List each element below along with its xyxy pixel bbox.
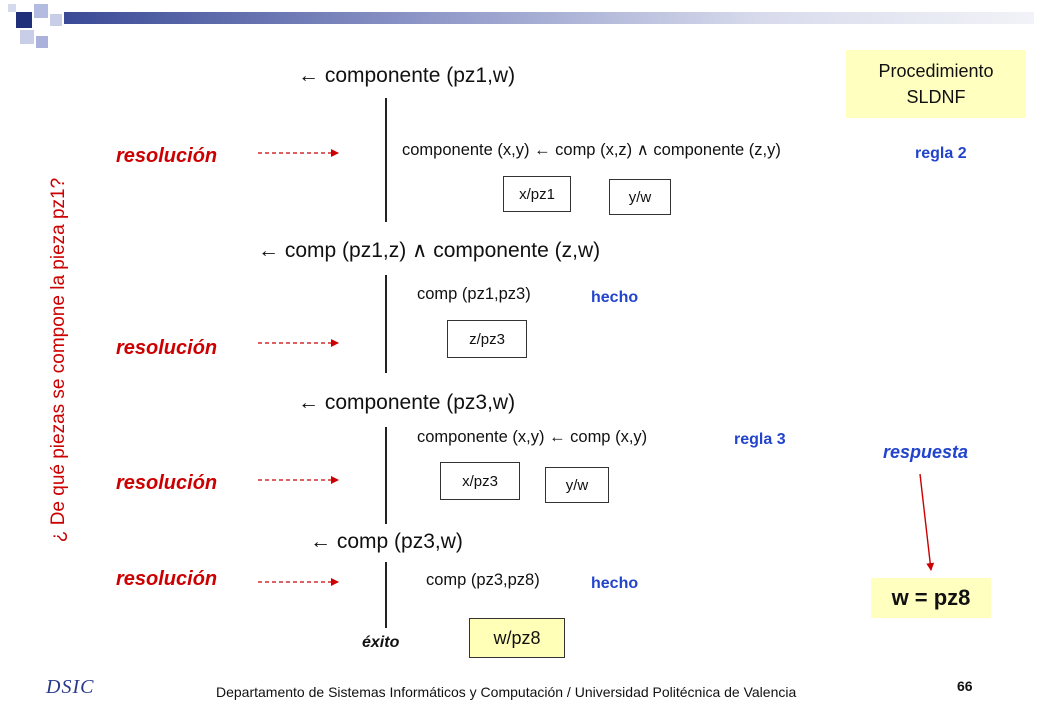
procedure-subtitle: SLDNF (906, 87, 966, 107)
header-square (20, 30, 34, 44)
header-bar (64, 12, 1034, 24)
page-number: 66 (957, 678, 973, 694)
resolution-label-1: resolución (116, 145, 218, 167)
substitution-box: x/pz3 (440, 462, 520, 500)
goal-3: ← componente (pz3,w) (298, 391, 516, 414)
clause-label-1: regla 2 (915, 145, 967, 162)
clause-label-2: hecho (591, 289, 639, 306)
header-square (36, 36, 48, 48)
respuesta-label: respuesta (883, 442, 969, 462)
derivation-line-4 (385, 562, 387, 628)
resolution-label-4: resolución (116, 568, 218, 590)
goal-1: ← componente (pz1,w) (298, 64, 516, 87)
substitution-box: z/pz3 (447, 320, 527, 358)
procedure-title: Procedimiento (878, 61, 994, 81)
derivation-line-3 (385, 427, 387, 524)
clause-label-4: hecho (591, 575, 639, 592)
goal-4: ← comp (pz3,w) (310, 530, 463, 553)
goal-2: ← comp (pz1,z) ∧ componente (z,w) (258, 239, 601, 262)
header-square (34, 4, 48, 18)
answer-box: w = pz8 (871, 578, 991, 618)
derivation-line-2 (385, 275, 387, 373)
clause-2: comp (pz1,pz3) (417, 285, 531, 303)
substitution-box: y/w (609, 179, 671, 215)
resolution-label-3: resolución (116, 472, 218, 494)
clause-1: componente (x,y) ← comp (x,z) ∧ componen… (402, 141, 781, 159)
answer-arrow (919, 473, 935, 571)
substitution-box: x/pz1 (503, 176, 571, 212)
clause-4: comp (pz3,pz8) (426, 571, 540, 589)
substitution-box-final: w/pz8 (469, 618, 565, 658)
vertical-question: ¿ De qué piezas se compone la pieza pz1? (48, 177, 69, 543)
clause-label-3: regla 3 (734, 431, 786, 448)
resolution-label-2: resolución (116, 337, 218, 359)
procedure-box: Procedimiento SLDNF (846, 50, 1026, 118)
header-square (50, 14, 62, 26)
exito-label: éxito (362, 634, 400, 651)
dsic-logo: DSIC (46, 676, 95, 698)
clause-3: componente (x,y) ← comp (x,y) (417, 428, 648, 446)
header-square (16, 12, 32, 28)
header-square (8, 4, 16, 12)
derivation-line-1 (385, 98, 387, 222)
footer-text: Departamento de Sistemas Informáticos y … (216, 684, 797, 700)
substitution-box: y/w (545, 467, 609, 503)
